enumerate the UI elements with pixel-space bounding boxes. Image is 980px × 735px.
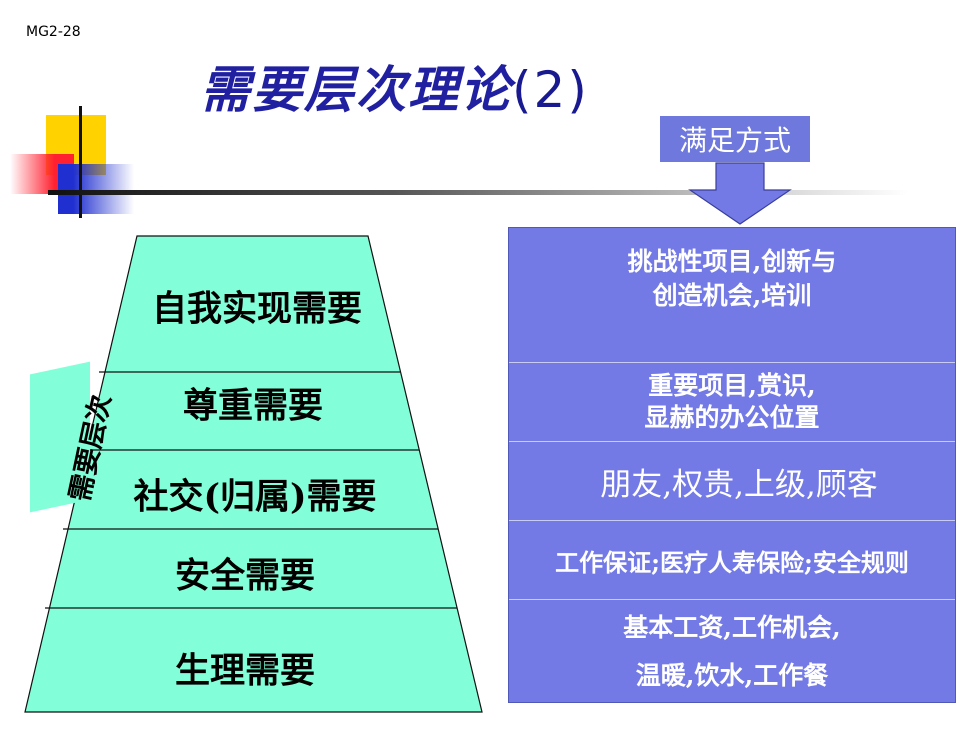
title-number: (2) <box>512 61 589 119</box>
way-line: 挑战性项目,创新与 <box>627 247 837 276</box>
level-social: 社交(归属)需要 <box>133 476 377 518</box>
way-line: 温暖,饮水,工作餐 <box>635 661 829 690</box>
row-separator <box>509 520 955 521</box>
way-line: 显赫的办公位置 <box>644 403 820 432</box>
level-physiological: 生理需要 <box>174 650 316 692</box>
way-item-self-actualization: 挑战性项目,创新与 创造机会,培训 <box>509 228 955 362</box>
way-line: 重要项目,赏识, <box>648 371 816 400</box>
slide-id: MG2-28 <box>26 24 81 40</box>
way-item-physiological: 基本工资,工作机会, 温暖,饮水,工作餐 <box>509 600 955 704</box>
way-line: 创造机会,培训 <box>652 281 812 310</box>
way-line: 朋友,权贵,上级,顾客 <box>600 466 878 503</box>
row-separator <box>509 441 955 442</box>
way-item-social: 朋友,权贵,上级,顾客 <box>509 442 955 520</box>
way-item-esteem: 重要项目,赏识, 显赫的办公位置 <box>509 363 955 441</box>
level-esteem: 尊重需要 <box>182 385 324 427</box>
level-safety: 安全需要 <box>174 555 316 597</box>
satisfaction-methods: 挑战性项目,创新与 创造机会,培训 重要项目,赏识, 显赫的办公位置 朋友,权贵… <box>508 227 956 703</box>
row-separator <box>509 599 955 600</box>
title-main: 需要层次理论 <box>200 60 512 119</box>
decor-horizontal-line <box>48 190 908 195</box>
way-line: 基本工资,工作机会, <box>623 613 841 642</box>
pyramid-shape <box>24 235 483 713</box>
down-arrow-icon <box>688 162 792 225</box>
way-item-safety: 工作保证;医疗人寿保险;安全规则 <box>509 521 955 599</box>
row-separator <box>509 362 955 363</box>
level-self-actualization: 自我实现需要 <box>151 288 363 330</box>
decor-vertical-line <box>79 106 82 218</box>
decor-blue-bar <box>58 164 134 214</box>
method-label: 满足方式 <box>660 116 810 162</box>
page-title: 需要层次理论(2) <box>200 50 589 122</box>
way-line: 工作保证;医疗人寿保险;安全规则 <box>555 547 909 577</box>
